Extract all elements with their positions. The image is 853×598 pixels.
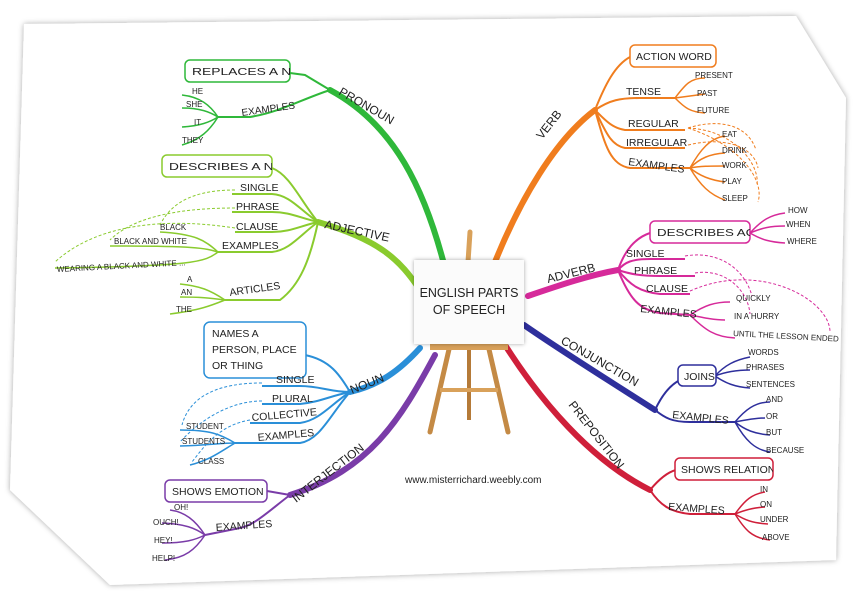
pronoun-definition: REPLACES A NOUN (192, 66, 322, 78)
adjective-branch: DESCRIBES A NOUN ADJECTIVE SINGLE PHRASE… (54, 154, 423, 315)
pronoun-example-she: SHE (186, 100, 202, 109)
noun-example-student: STUDENT (186, 422, 224, 431)
conjunction-join-phrases: PHRASES (746, 363, 784, 372)
adverb-branch: DESCRIBES ACTION ADVERB HOW WHEN WHERE S… (525, 206, 839, 344)
verb-tense-past: PAST (697, 89, 717, 98)
adverb-question-how: HOW (788, 206, 808, 215)
noun-definition-box (203, 321, 307, 379)
adverb-examples-label: EXAMPLES (640, 303, 698, 321)
noun-form-plural: PLURAL (272, 393, 313, 405)
adverb-question-when: WHEN (786, 220, 811, 229)
preposition-definition-box (674, 457, 774, 481)
adverb-definition: DESCRIBES ACTION (657, 227, 787, 239)
noun-branch: NAMES A PERSON, PLACE OR THING NOUN SING… (179, 321, 423, 466)
verb-type-regular: REGULAR (628, 118, 679, 130)
interjection-example-ouch: OUCH! (153, 518, 179, 527)
conjunction-join-sentences: SENTENCES (746, 380, 795, 389)
noun-definition-line-1: NAMES A (212, 328, 259, 340)
website-url: www.misterrichard.weebly.com (404, 475, 542, 486)
verb-definition: ACTION WORD (636, 51, 712, 63)
adverb-form-clause: CLAUSE (646, 283, 688, 295)
conjunction-example-or: OR (766, 412, 778, 421)
verb-tense-label: TENSE (626, 86, 661, 98)
noun-definition-line-3: OR THING (212, 360, 263, 372)
verb-example-drink: DRINK (722, 146, 748, 155)
noun-example-students: STUDENTS (182, 437, 225, 446)
verb-example-sleep: SLEEP (722, 194, 748, 203)
conjunction-examples-label: EXAMPLES (672, 409, 730, 427)
noun-example-class: CLASS (198, 457, 224, 466)
adjective-form-phrase: PHRASE (236, 201, 279, 213)
central-topic-line-1: ENGLISH PARTS (419, 286, 519, 300)
verb-example-play: PLAY (722, 177, 743, 186)
adverb-definition-box (649, 220, 751, 244)
verb-tense-future: FUTURE (697, 106, 729, 115)
adjective-article-a: A (187, 275, 193, 284)
noun-examples-label: EXAMPLES (257, 427, 314, 444)
interjection-example-oh: OH! (174, 503, 188, 512)
adjective-article-an: AN (181, 288, 192, 297)
preposition-example-above: ABOVE (762, 533, 790, 542)
adjective-example-2: BLACK AND WHITE (114, 237, 187, 246)
conjunction-definition-box (677, 364, 717, 387)
adverb-form-single: SINGLE (626, 248, 665, 260)
preposition-examples-label: EXAMPLES (668, 501, 725, 517)
conjunction-example-and: AND (766, 395, 783, 404)
conjunction-example-because: BECAUSE (766, 446, 804, 455)
noun-form-collective: COLLECTIVE (251, 406, 317, 424)
verb-tense-present: PRESENT (695, 71, 733, 80)
adjective-definition: DESCRIBES A NOUN (169, 161, 304, 173)
adjective-form-single: SINGLE (240, 182, 279, 194)
verb-example-eat: EAT (722, 130, 737, 139)
adverb-example-in-a-hurry: IN A HURRY (734, 312, 780, 321)
pronoun-definition-box (184, 59, 291, 83)
preposition-example-on: ON (760, 500, 772, 509)
pronoun-example-it: IT (194, 118, 201, 127)
noun-form-single: SINGLE (276, 374, 315, 386)
adjective-example-1: BLACK (160, 223, 187, 232)
preposition-branch: SHOWS RELATIONSHIP PREPOSITION EXAMPLES … (502, 342, 800, 542)
adjective-examples-label: EXAMPLES (222, 240, 279, 252)
preposition-definition: SHOWS RELATIONSHIP (681, 464, 800, 476)
verb-branch: ACTION WORD VERB TENSE PRESENT PAST FUTU… (492, 44, 760, 265)
verb-definition-box (629, 44, 717, 68)
interjection-definition-box (164, 479, 268, 503)
conjunction-example-but: BUT (766, 428, 782, 437)
interjection-example-hey: HEY! (154, 536, 173, 545)
adjective-form-clause: CLAUSE (236, 221, 278, 233)
central-topic: ENGLISH PARTS OF SPEECH (414, 260, 524, 344)
adjective-article-the: THE (176, 305, 192, 314)
preposition-example-under: UNDER (760, 515, 789, 524)
adjective-definition-box (161, 154, 273, 178)
pronoun-example-they: THEY (182, 136, 204, 145)
adverb-question-where: WHERE (787, 237, 817, 246)
noun-definition-line-2: PERSON, PLACE (212, 344, 297, 356)
easel-icon (427, 229, 511, 435)
verb-type-irregular: IRREGULAR (626, 137, 688, 149)
conjunction-definition: JOINS (684, 371, 715, 383)
interjection-definition: SHOWS EMOTION (172, 486, 264, 498)
adverb-form-phrase: PHRASE (634, 265, 677, 277)
preposition-example-in: IN (760, 485, 768, 494)
central-topic-line-2: OF SPEECH (432, 303, 506, 317)
interjection-examples-label: EXAMPLES (215, 518, 272, 534)
interjection-example-help: HELP! (152, 554, 175, 563)
verb-example-work: WORK (722, 161, 748, 170)
pronoun-example-he: HE (192, 87, 203, 96)
adverb-example-quickly: QUICKLY (736, 294, 771, 303)
conjunction-join-words: WORDS (748, 348, 779, 357)
